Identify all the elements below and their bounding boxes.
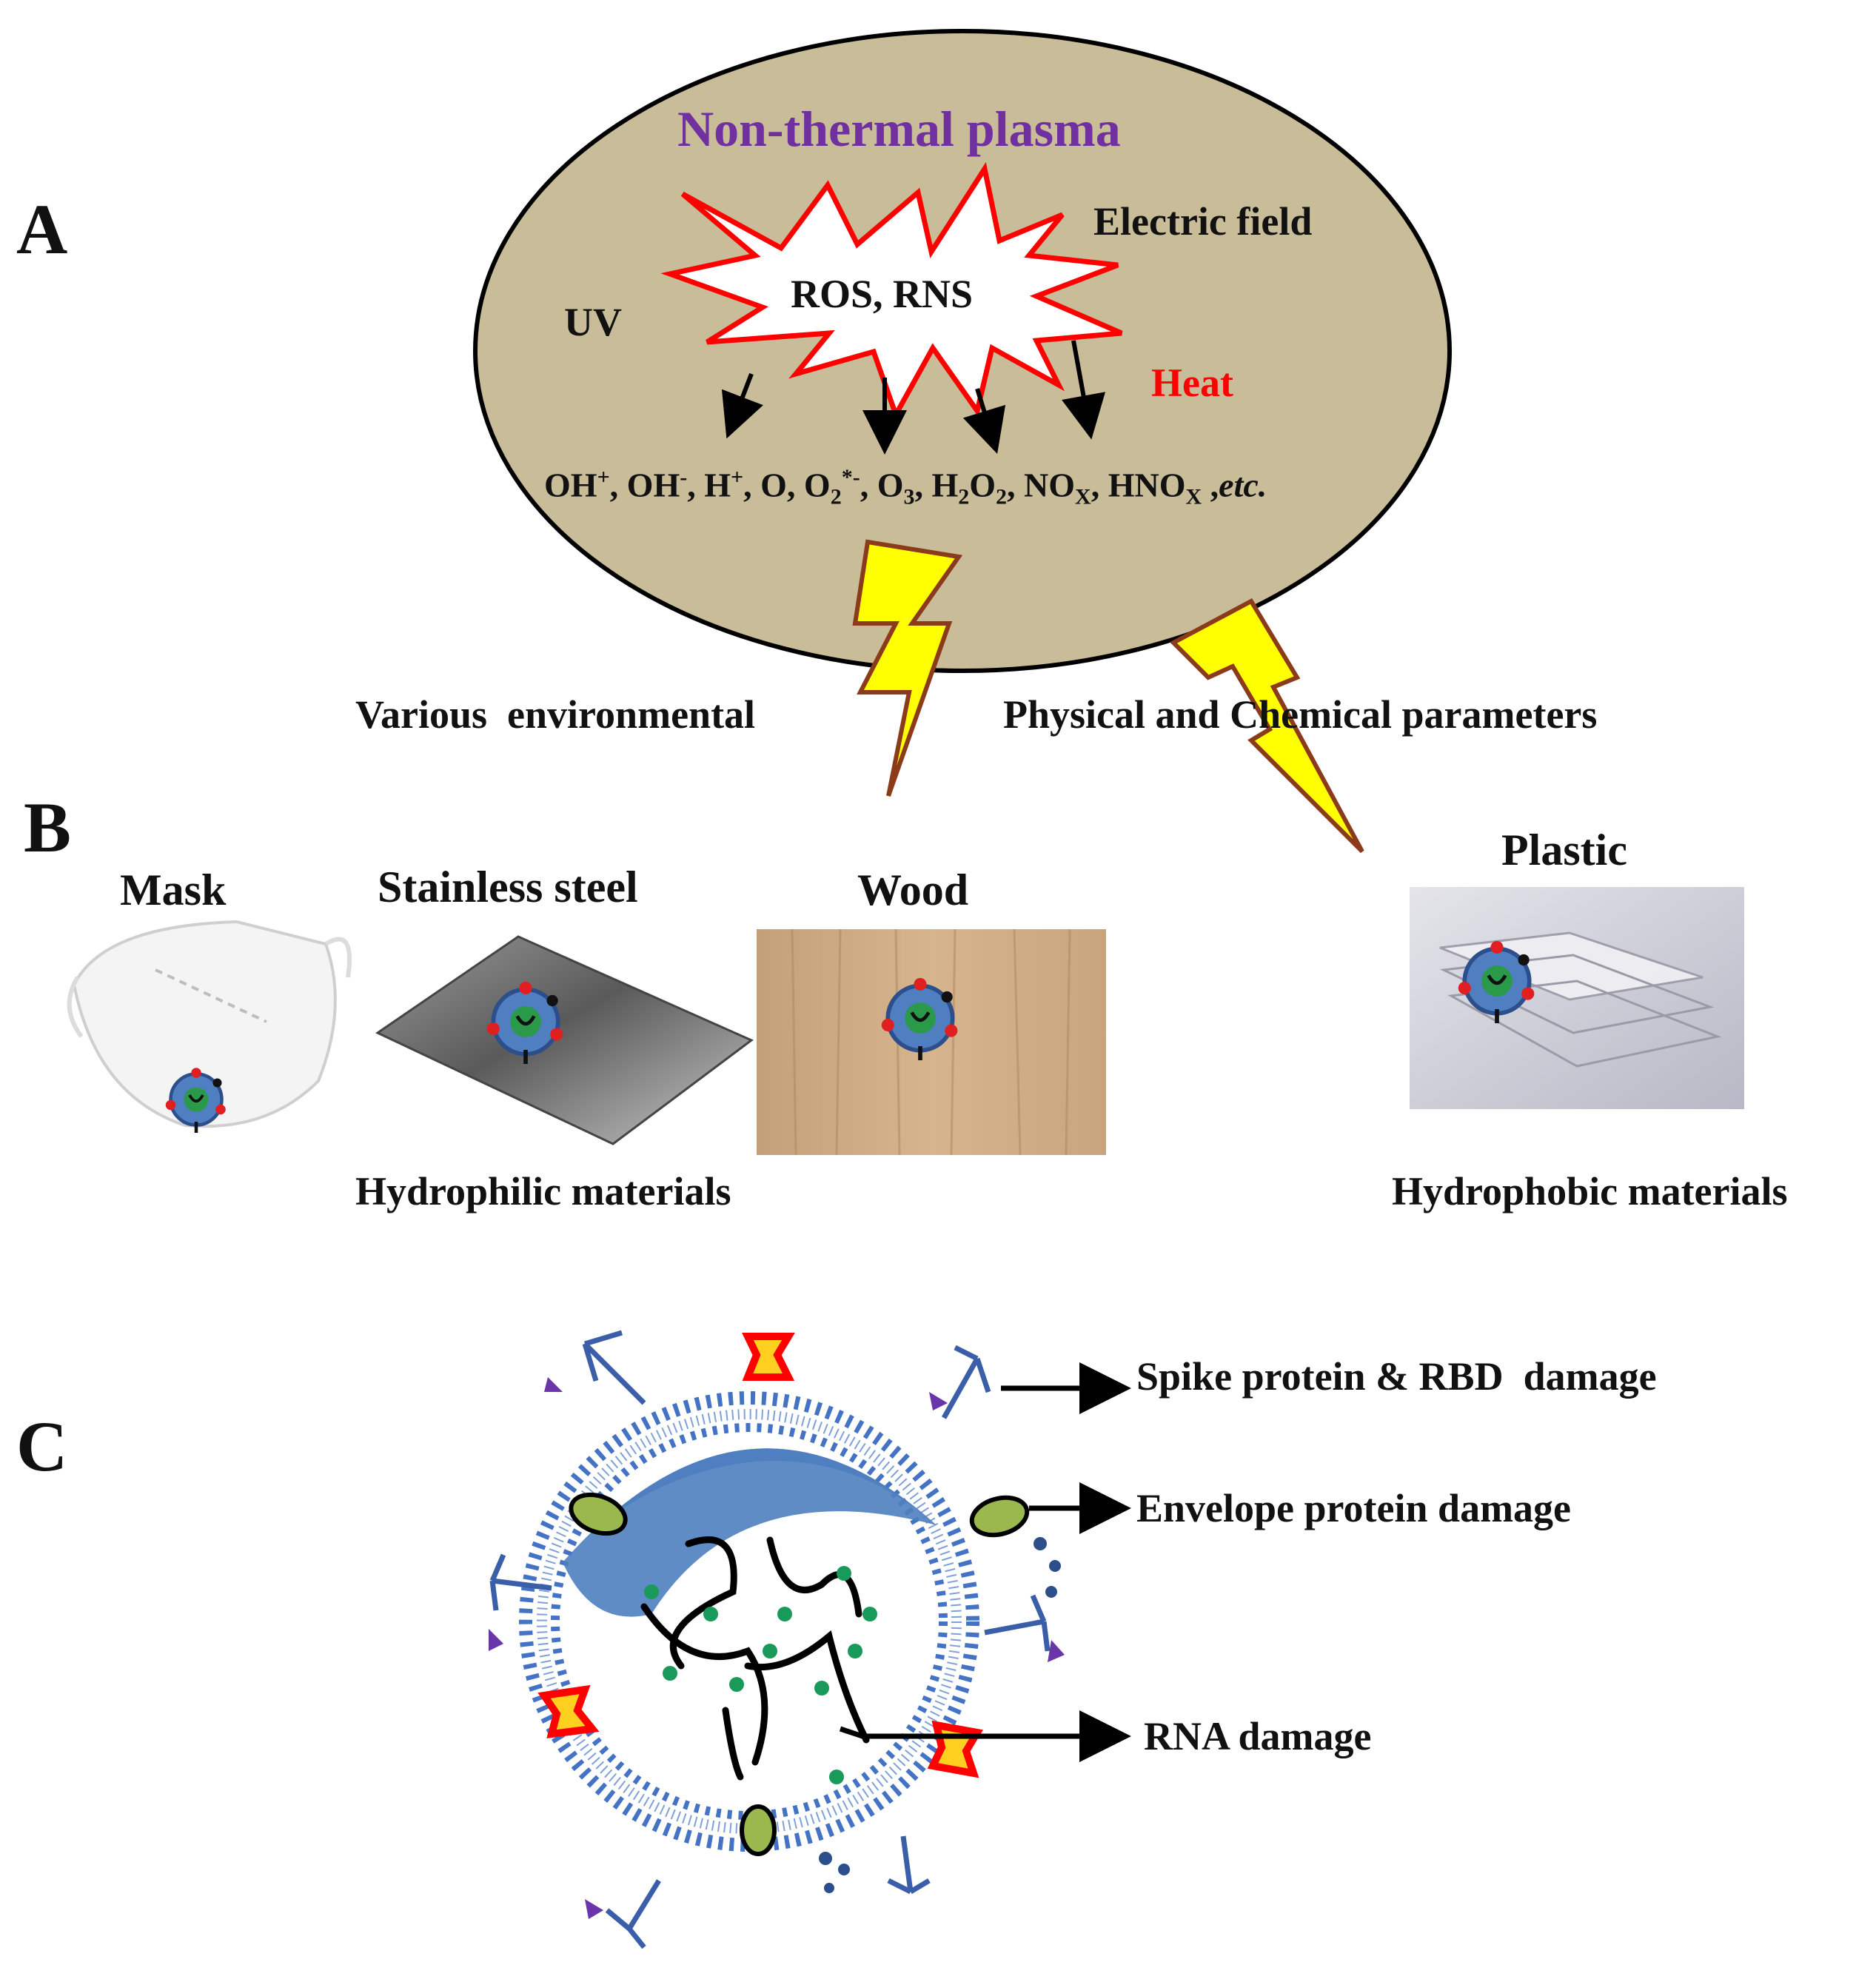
lightning-bolt-center [852, 539, 963, 797]
plastic-image [1410, 887, 1744, 1109]
wood-label: Wood [857, 866, 969, 914]
reactive-species-list: OH+, OH-, H+, O, O2*-, O3, H2O2, NOX, HN… [544, 465, 1267, 509]
mask-image [67, 920, 352, 1133]
rna-damage-label: RNA damage [1144, 1714, 1372, 1758]
damage-arrows [839, 1362, 1131, 1762]
heat-label: Heat [1151, 361, 1233, 405]
stainless-steel-image [375, 935, 754, 1145]
ros-rns-label: ROS, RNS [791, 272, 974, 316]
physical-chemical-parameters-label: Physical and Chemical parameters [1003, 692, 1598, 737]
envelope-damage-label: Envelope protein damage [1136, 1486, 1572, 1530]
lightning-bolt-right [1170, 598, 1364, 854]
hydrophobic-label: Hydrophobic materials [1392, 1169, 1788, 1214]
mask-label: Mask [120, 866, 227, 914]
panel-label-b: B [24, 788, 72, 867]
species-arrows [721, 340, 1106, 455]
plastic-label: Plastic [1501, 826, 1627, 874]
ros-rns-burst [660, 161, 1123, 421]
uv-label: UV [564, 300, 622, 344]
stainless-steel-label: Stainless steel [378, 863, 638, 911]
environmental-parameters-label: Various environmental [355, 692, 756, 737]
hydrophilic-label: Hydrophilic materials [355, 1169, 731, 1214]
virus-diagram [489, 1330, 1065, 1949]
spike-damage-label: Spike protein & RBD damage [1136, 1354, 1657, 1399]
panel-label-a: A [16, 190, 68, 269]
wood-image [757, 928, 1106, 1156]
electric-field-label: Electric field [1093, 199, 1313, 244]
panel-label-c: C [16, 1407, 68, 1486]
plasma-title: Non-thermal plasma [677, 101, 1121, 157]
